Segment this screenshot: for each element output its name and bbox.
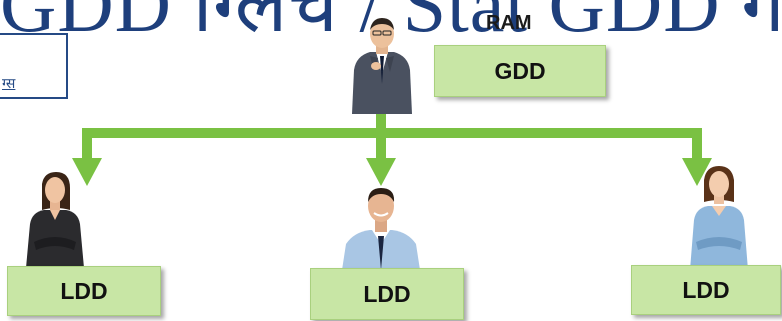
manager-name: RAM — [486, 12, 532, 34]
arrowhead-right — [682, 158, 712, 186]
ldd-box-left: LDD — [7, 266, 161, 316]
manager-person-icon — [352, 18, 412, 114]
connector-drop-right — [692, 128, 702, 162]
ldd-box-right: LDD — [631, 265, 781, 315]
arrowhead-center — [366, 158, 396, 186]
center-man-icon — [342, 188, 420, 270]
connector-stem — [376, 110, 386, 132]
gdd-box-label: GDD — [494, 57, 546, 84]
ldd-box-right-label: LDD — [682, 276, 730, 303]
ldd-box-center-label: LDD — [363, 280, 411, 307]
connector-drop-center — [376, 128, 386, 162]
ldd-box-center: LDD — [310, 268, 464, 320]
arrowhead-left — [72, 158, 102, 186]
connector-drop-left — [82, 128, 92, 162]
ldd-box-left-label: LDD — [60, 277, 108, 304]
left-woman-icon — [26, 172, 84, 268]
gdd-box: GDD — [434, 45, 606, 97]
connector-bar — [82, 128, 702, 138]
side-box: ग्स — [0, 33, 68, 99]
right-woman-icon — [690, 166, 748, 270]
side-box-text: ग्स — [2, 76, 16, 92]
